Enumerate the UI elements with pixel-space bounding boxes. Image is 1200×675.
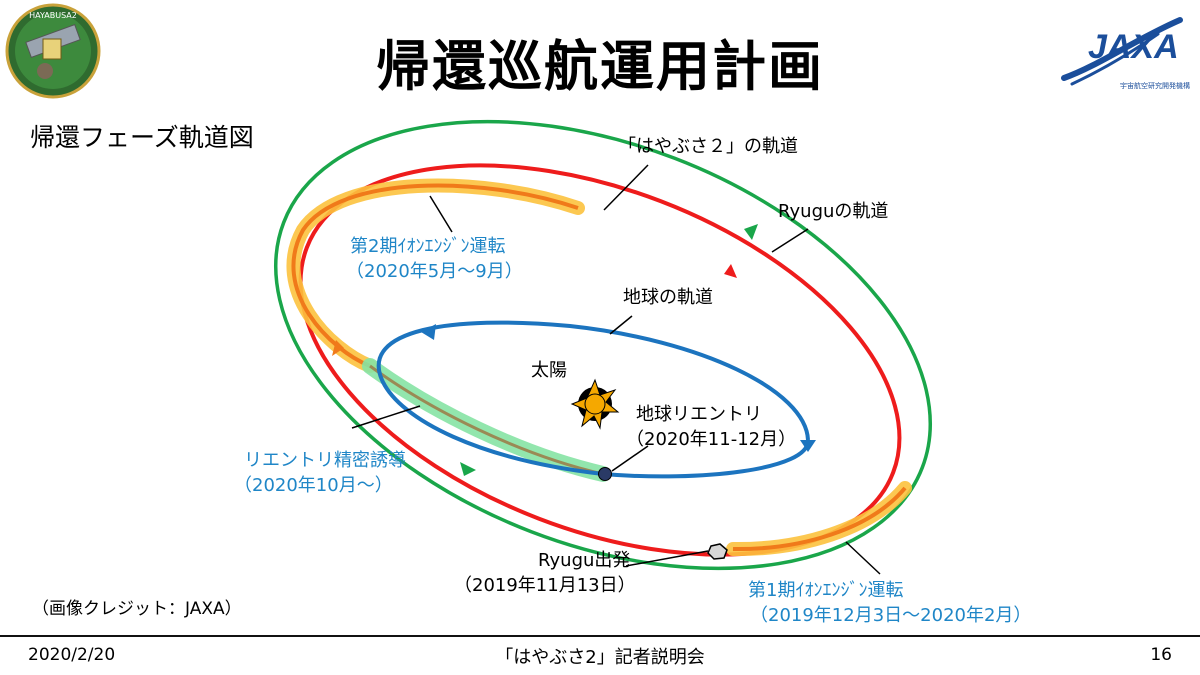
label-earth-orbit: 地球の軌道 (623, 287, 713, 308)
label-ion-engine-1: 第1期ｲｵﾝｴﾝｼﾞﾝ運転 （2019年12月3日～2020年2月） (748, 578, 1031, 628)
jaxa-logo: JAXA 宇宙航空研究開発機構 (1061, 17, 1190, 90)
label-earth-reentry-line1: 地球リエントリ (636, 404, 762, 425)
hayabusa2-orbit-arrow-2 (332, 340, 344, 356)
leader-departure (625, 550, 709, 567)
patch-lettering: HAYABUSA2 (29, 11, 77, 20)
earth-orbit (376, 320, 811, 479)
image-credit: （画像クレジット：JAXA） (32, 599, 242, 619)
footer-divider (0, 635, 1200, 637)
label-hayabusa2-orbit: 「はやぶさ２」の軌道 (618, 136, 798, 157)
ion-engine-2-core (291, 183, 579, 368)
ion-engine-1-core (732, 486, 907, 552)
label-reentry-guidance-line1: リエントリ精密誘導 (244, 450, 406, 471)
ryugu-orbit-arrow-bottom (460, 462, 476, 476)
leader-ion-2 (429, 195, 453, 233)
hayabusa2-mission-patch: HAYABUSA2 (5, 3, 101, 99)
label-ion-engine-1-line1: 第1期ｲｵﾝｴﾝｼﾞﾝ運転 (748, 580, 904, 601)
label-ryugu-departure: Ryugu出発 （2019年11月13日） (454, 548, 636, 598)
leader-reentry (611, 445, 649, 472)
label-sun: 太陽 (531, 360, 567, 381)
earth-reentry-point (598, 467, 612, 481)
hayabusa2-orbit (298, 163, 902, 557)
leader-guidance (351, 405, 421, 429)
hayabusa2-orbit-arrow (724, 264, 737, 278)
label-reentry-guidance: リエントリ精密誘導 （2020年10月～） (234, 448, 406, 498)
label-ion-engine-2-line1: 第2期ｲｵﾝｴﾝｼﾞﾝ運転 (350, 236, 506, 257)
section-heading: 帰還フェーズ軌道図 (30, 123, 254, 152)
label-earth-reentry-period: （2020年11-12月） (626, 429, 797, 450)
leader-hayabusa2-orbit (603, 164, 649, 211)
jaxa-subtitle: 宇宙航空研究開発機構 (1120, 81, 1190, 90)
label-ryugu-departure-line1: Ryugu出発 (538, 550, 631, 571)
label-ion-engine-2-period: （2020年5月～9月） (346, 261, 523, 282)
slide-title: 帰還巡航運用計画 (376, 35, 824, 98)
earth-orbit-arrow-top (421, 324, 436, 340)
ryugu-orbit (274, 119, 932, 571)
jaxa-wordmark: JAXA (1088, 28, 1179, 66)
label-ryugu-departure-date: （2019年11月13日） (454, 575, 636, 596)
earth-orbit-arrow-right (800, 440, 816, 452)
ryugu-departure-point (707, 543, 728, 560)
ryugu-orbit-arrow-top (744, 224, 758, 240)
page-number: 16 (1150, 645, 1172, 665)
label-ion-engine-1-period: （2019年12月3日～2020年2月） (750, 605, 1032, 626)
leader-ion-1 (845, 541, 881, 575)
leader-earth-orbit (609, 315, 633, 335)
label-ryugu-orbit: Ryuguの軌道 (778, 201, 889, 222)
reentry-guidance-core (369, 364, 604, 476)
leader-ryugu-orbit (771, 228, 809, 253)
footer-date: 2020/2/20 (28, 645, 116, 665)
footer-meeting-title: 「はやぶさ2」記者説明会 (495, 647, 705, 668)
label-earth-reentry: 地球リエントリ （2020年11-12月） (626, 402, 796, 452)
label-ion-engine-2: 第2期ｲｵﾝｴﾝｼﾞﾝ運転 （2020年5月～9月） (346, 234, 523, 284)
label-reentry-guidance-period: （2020年10月～） (234, 475, 393, 496)
sun-icon (570, 378, 620, 430)
